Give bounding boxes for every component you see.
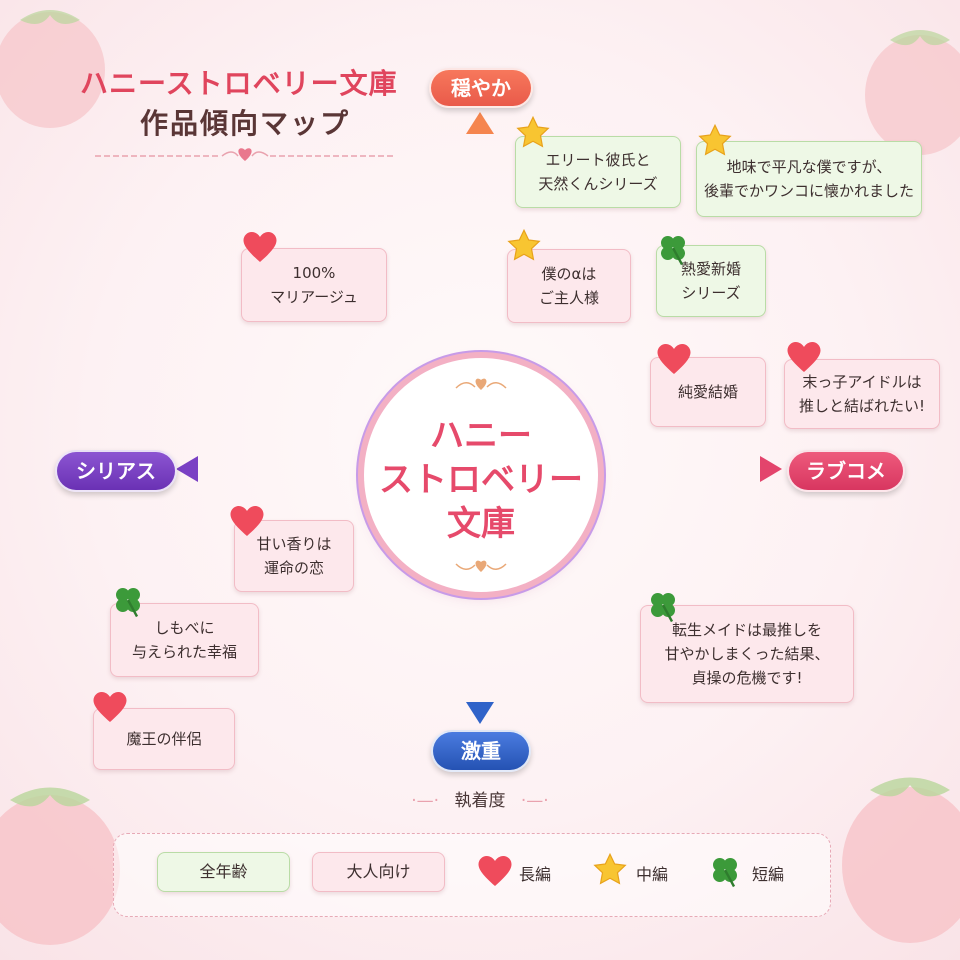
- work-title-line: 天然くんシリーズ: [538, 175, 658, 193]
- work-card[interactable]: 魔王の伴侶: [93, 708, 235, 770]
- title-line-2: 作品傾向マップ: [139, 107, 350, 140]
- heart-icon: [93, 692, 127, 722]
- clover-icon: [116, 588, 140, 618]
- legend-adult: 大人向け: [312, 852, 445, 892]
- work-title-line: シリーズ: [681, 284, 741, 302]
- legend-medium-label: 中編: [636, 865, 669, 884]
- strawberry-decoration-top-right: [865, 30, 960, 155]
- axis-bottom-label: 激重: [431, 730, 531, 772]
- legend-all-ages: 全年齢: [157, 852, 290, 892]
- clover-icon: [661, 236, 685, 266]
- star-icon: [507, 228, 541, 261]
- bottom-axis-caption-text: 執着度: [454, 791, 506, 811]
- center-title-line-1: ハニー: [430, 416, 532, 456]
- axis-left-arrowhead: [176, 456, 198, 482]
- work-title-line: 後輩でかワンコに懐かれました: [703, 182, 914, 200]
- work-title-line: 純愛結婚: [677, 383, 738, 401]
- work-title-line: 推しと結ばれたい!: [798, 397, 925, 415]
- title-ornament: [95, 148, 395, 161]
- work-card[interactable]: しもべに 与えられた幸福: [110, 603, 259, 677]
- work-title-line: 甘い香りは: [256, 535, 332, 553]
- bottom-axis-caption: ·—· 執着度 ·—·: [411, 791, 549, 811]
- work-title-line: ご主人様: [538, 289, 599, 307]
- legend-clover-icon: [713, 858, 737, 888]
- title-line-1: ハニーストロベリー文庫: [80, 67, 398, 100]
- strawberry-decoration-top-left: [0, 10, 105, 128]
- legend: 全年齢 大人向け 長編 中編 短編: [113, 833, 831, 917]
- center-title-line-3: 文庫: [447, 504, 515, 544]
- clover-icon: [651, 593, 675, 623]
- work-title-line: 甘やかしまくった結果、: [664, 645, 830, 663]
- axis-top-label: 穏やか: [429, 68, 533, 108]
- strawberry-decoration-bottom-right: [842, 777, 960, 943]
- work-title-line: 地味で平凡な僕ですが、: [726, 158, 892, 176]
- star-icon: [698, 123, 732, 156]
- heart-icon: [787, 342, 821, 372]
- work-title-line: しもべに: [154, 619, 215, 637]
- work-card[interactable]: 僕のαは ご主人様: [507, 249, 631, 323]
- work-card[interactable]: 転生メイドは最推しを 甘やかしまくった結果、 貞操の危機です!: [640, 605, 854, 703]
- center-title-line-2: ストロベリー: [379, 460, 583, 500]
- work-title-line: 僕のαは: [541, 265, 597, 283]
- work-card[interactable]: 末っ子アイドルは 推しと結ばれたい!: [784, 359, 940, 429]
- axis-top-arrowhead: [466, 112, 494, 134]
- work-title-line: エリート彼氏と: [545, 151, 651, 169]
- center-ornament-bottom: [455, 560, 507, 572]
- work-title-line: 貞操の危機です!: [691, 669, 803, 687]
- legend-heart-icon: [478, 856, 512, 886]
- legend-long-label: 長編: [519, 865, 552, 884]
- center-badge: ハニー ストロベリー 文庫: [364, 358, 598, 592]
- heart-icon: [230, 506, 264, 536]
- center-title: ハニー ストロベリー 文庫: [364, 414, 598, 546]
- work-title-line: マリアージュ: [270, 288, 358, 306]
- work-title-line: 末っ子アイドルは: [802, 373, 922, 391]
- work-title-line: 100%: [292, 264, 336, 282]
- axis-left-label: シリアス: [55, 450, 177, 492]
- axis-right-label: ラブコメ: [787, 450, 905, 492]
- legend-short-label: 短編: [752, 865, 785, 884]
- axis-right-arrowhead: [760, 456, 782, 482]
- work-card[interactable]: 100% マリアージュ: [241, 248, 387, 322]
- work-title-line: 熱愛新婚: [680, 260, 741, 278]
- work-card[interactable]: 地味で平凡な僕ですが、 後輩でかワンコに懐かれました: [696, 141, 922, 217]
- work-title-line: 与えられた幸福: [131, 643, 237, 661]
- work-card[interactable]: 甘い香りは 運命の恋: [234, 520, 354, 592]
- heart-icon: [657, 344, 691, 374]
- work-title-line: 運命の恋: [263, 559, 324, 577]
- center-ornament-top: [455, 378, 507, 390]
- strawberry-decoration-bottom-left: [0, 787, 120, 945]
- work-title-line: 転生メイドは最推しを: [671, 621, 822, 639]
- work-card[interactable]: エリート彼氏と 天然くんシリーズ: [515, 136, 681, 208]
- star-icon: [516, 115, 550, 148]
- work-title-line: 魔王の伴侶: [126, 730, 202, 748]
- axis-bottom-arrowhead: [466, 702, 494, 724]
- legend-star-icon: [593, 852, 627, 885]
- heart-icon: [243, 232, 277, 262]
